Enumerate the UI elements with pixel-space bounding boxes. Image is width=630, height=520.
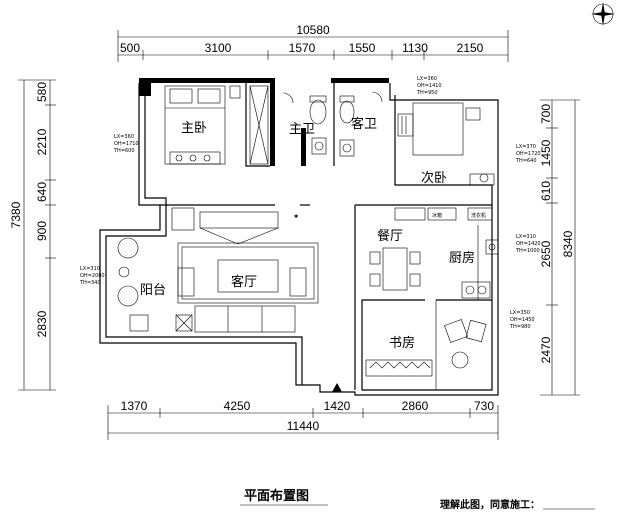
sink-icon xyxy=(339,139,355,157)
coffee-table-icon xyxy=(217,259,279,293)
dim-top-seg: 1550 xyxy=(349,41,376,55)
window-label: OH=1720 xyxy=(516,151,541,157)
bed-icon xyxy=(412,102,464,156)
right-dimensions: 700 1450 610 2650 2470 8340 xyxy=(539,99,580,396)
dim-right-seg: 1450 xyxy=(539,139,553,166)
sink-icon xyxy=(485,239,499,255)
footer: 平面布置图 理解此图，同意施工： xyxy=(240,488,595,511)
entrance-arrow-icon xyxy=(332,383,342,392)
room-kitchen: 厨房 xyxy=(449,250,475,266)
window-label: OH=1450 xyxy=(510,317,535,323)
master-bedroom: 主卧 LX=360 OH=1710 TH=600 xyxy=(113,85,269,165)
drawing-title: 平面布置图 xyxy=(244,488,309,504)
room-master-bedroom: 主卧 xyxy=(181,121,207,136)
dim-bottom-seg: 1370 xyxy=(121,399,148,413)
dining-table-icon xyxy=(382,247,408,291)
washer-icon xyxy=(467,207,493,221)
table-icon xyxy=(118,266,130,278)
living-room: ✱ 客厅 xyxy=(171,207,319,333)
dim-right-seg: 2650 xyxy=(539,240,553,267)
stove-icon xyxy=(461,281,491,299)
window-label: LX=350 xyxy=(510,310,530,316)
window-label: LX=360 xyxy=(114,134,134,140)
window-label: LX=310 xyxy=(80,266,100,272)
plant-icon: ✱ xyxy=(294,214,299,220)
window-label: LX=360 xyxy=(417,76,437,82)
window-label: OH=2080 xyxy=(80,273,105,279)
compass-icon xyxy=(591,2,615,26)
fridge-icon xyxy=(427,207,457,221)
balcony: 阳台 LX=310 OH=2080 TH=340 xyxy=(79,237,166,332)
dim-left-total: 7380 xyxy=(9,201,23,228)
chair-icon xyxy=(444,319,468,343)
window-label: TH=980 xyxy=(509,324,531,330)
desk-icon xyxy=(365,359,433,377)
room-living: 客厅 xyxy=(231,274,257,290)
sofa-icon xyxy=(194,305,296,333)
dim-bottom-seg: 2860 xyxy=(402,399,429,413)
dim-bottom-seg: 730 xyxy=(474,399,494,413)
window-label: TH=600 xyxy=(113,148,135,154)
outer-walls xyxy=(99,78,499,396)
dining-kitchen: 冰箱 洗衣机 餐厅 厨房 LX=310 OH=1420 TH=1000 xyxy=(369,207,541,300)
dim-top-seg: 3100 xyxy=(205,41,232,55)
window-label: TH=950 xyxy=(416,90,438,96)
tv-cabinet-icon xyxy=(199,211,279,229)
toilet-icon xyxy=(339,100,355,124)
dim-left-seg: 580 xyxy=(35,82,49,102)
left-dimensions: 7380 580 2210 640 900 2830 xyxy=(9,79,56,391)
dim-top-seg: 2150 xyxy=(457,41,484,55)
second-bedroom: 次卧 LX=360 OH=1410 TH=950 LX=370 OH=1720 … xyxy=(397,76,541,186)
window-label: LX=370 xyxy=(516,144,536,150)
dim-top-seg: 500 xyxy=(120,41,140,55)
chair-icon xyxy=(117,285,139,307)
washer-label: 洗衣机 xyxy=(471,212,486,219)
toilet-icon xyxy=(309,99,327,125)
window-label: TH=340 xyxy=(79,280,101,286)
approval-note: 理解此图，同意施工： xyxy=(440,498,540,511)
dim-right-seg: 2470 xyxy=(539,336,553,363)
room-dining: 餐厅 xyxy=(377,228,403,244)
dim-right-seg: 610 xyxy=(539,181,553,201)
window-label: TH=640 xyxy=(515,158,537,164)
room-guest-bath: 客卫 xyxy=(351,116,377,132)
desk-icon xyxy=(469,173,495,186)
dim-bottom-seg: 4250 xyxy=(224,399,251,413)
dim-bottom-total: 11440 xyxy=(287,419,320,433)
window-label: OH=1420 xyxy=(516,241,541,247)
window-label: LX=310 xyxy=(516,234,536,240)
window-label: OH=1410 xyxy=(417,83,442,89)
dim-top-seg: 1130 xyxy=(402,41,428,55)
top-dimensions: 10580 500 3100 1570 1550 1130 2150 xyxy=(117,23,509,62)
room-balcony: 阳台 xyxy=(140,283,166,298)
wardrobe-icon xyxy=(249,85,269,165)
sink-icon xyxy=(311,137,327,155)
chair-icon xyxy=(117,237,139,259)
room-master-bath: 主卫 xyxy=(289,122,315,137)
dim-top-total: 10580 xyxy=(296,23,330,37)
room-second-bedroom: 次卧 xyxy=(421,170,447,186)
rug-icon xyxy=(177,242,319,304)
dim-left-seg: 900 xyxy=(35,221,49,241)
study: 书房 LX=350 OH=1450 TH=980 xyxy=(365,300,535,390)
armchair-icon xyxy=(177,267,195,297)
dim-left-seg: 2210 xyxy=(35,128,49,155)
dim-left-seg: 640 xyxy=(35,182,49,202)
window-label: OH=1710 xyxy=(114,141,139,147)
fridge-label: 冰箱 xyxy=(432,212,442,219)
dim-right-total: 8340 xyxy=(561,230,575,257)
dim-bottom-seg: 1420 xyxy=(324,399,351,413)
armchair-icon xyxy=(289,267,307,297)
dim-left-seg: 2830 xyxy=(35,310,49,337)
bathrooms: 主卫 客卫 xyxy=(282,83,383,166)
window-label: TH=1000 xyxy=(515,248,540,254)
chair-icon xyxy=(465,319,487,343)
dim-right-seg: 700 xyxy=(539,104,553,124)
dim-top-seg: 1570 xyxy=(289,41,316,55)
bottom-dimensions: 1370 4250 1420 2860 730 11440 xyxy=(107,399,499,440)
room-study: 书房 xyxy=(389,335,415,351)
